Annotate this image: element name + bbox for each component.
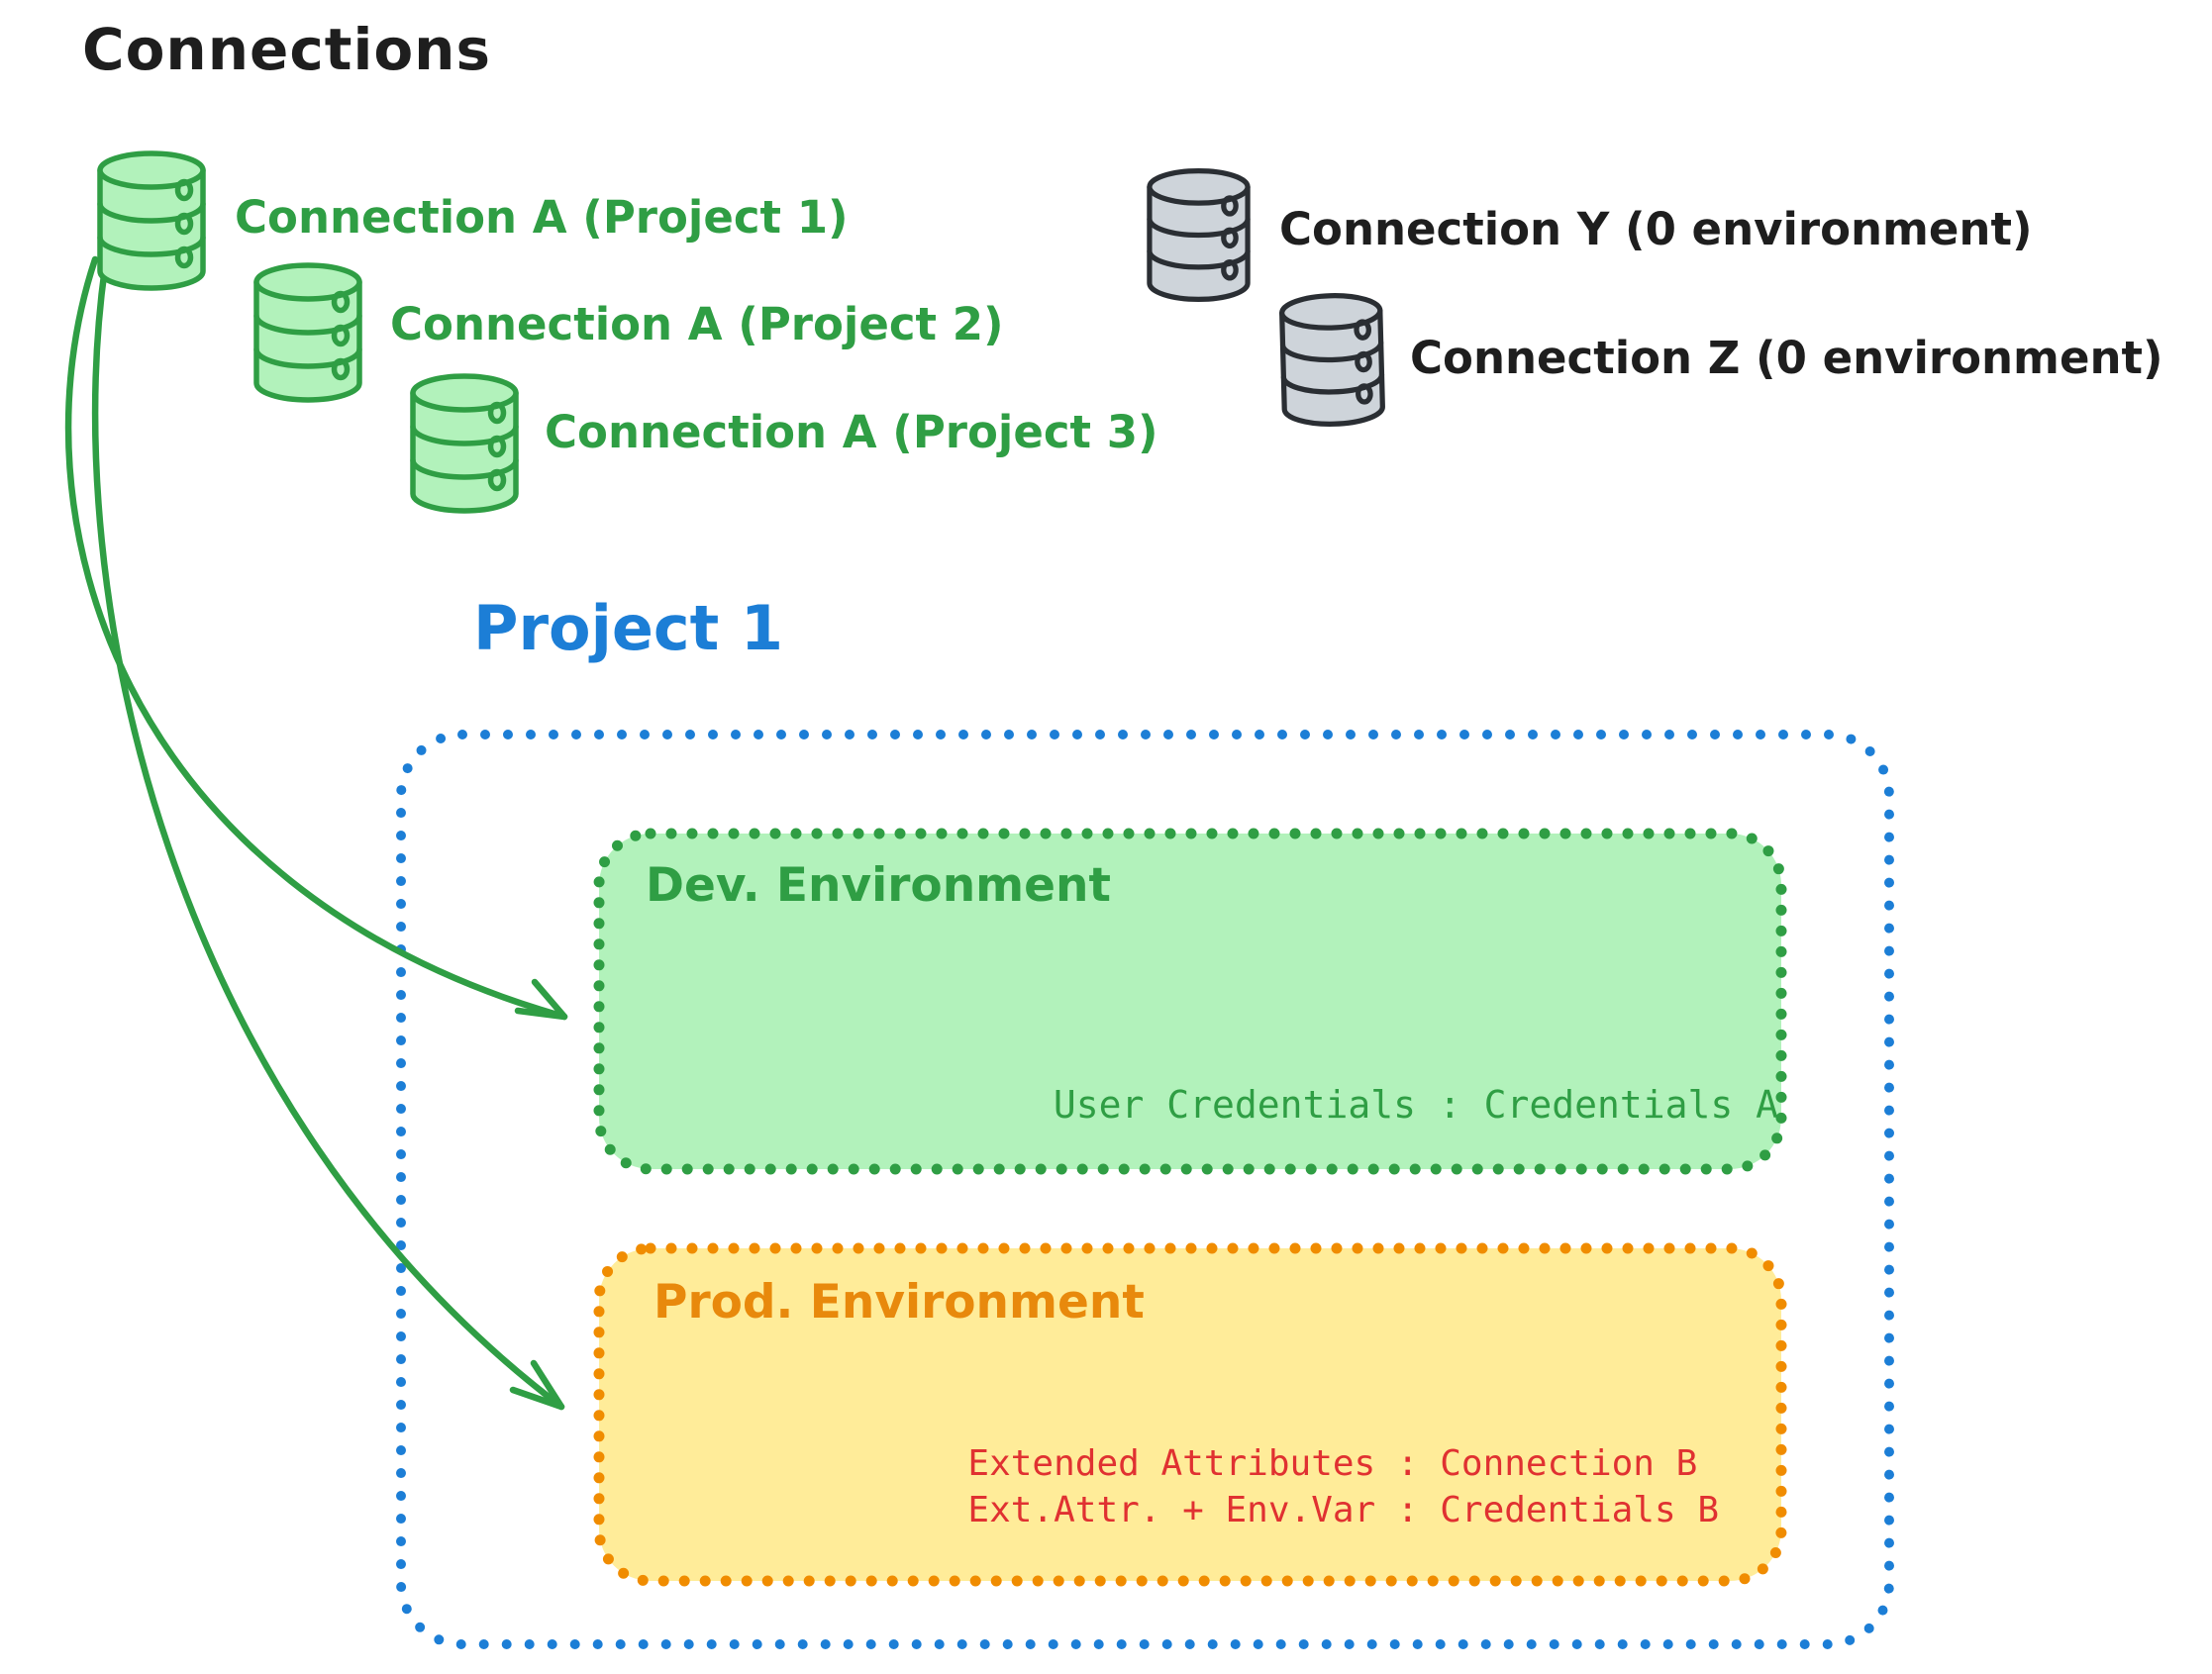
connection-a-project-1-label: Connection A (Project 1) [235, 191, 849, 244]
database-icon-connection-a-project-1 [91, 147, 212, 295]
prod-environment-title: Prod. Environment [654, 1275, 1145, 1329]
prod-credentials-line-1: Extended Attributes : Connection B [967, 1443, 1698, 1484]
database-icon-connection-y [1141, 164, 1257, 306]
prod-credentials-block: Extended Attributes : Connection B Ext.A… [967, 1440, 1719, 1533]
connection-y-label: Connection Y (0 environment) [1279, 203, 2033, 255]
dev-environment-title: Dev. Environment [646, 858, 1111, 913]
dev-credentials-line: User Credentials : Credentials A [1053, 1083, 1778, 1127]
database-icon-connection-a-project-3 [404, 369, 525, 518]
project-1-title: Project 1 [473, 592, 784, 664]
arrow-connection-a-to-prod [91, 263, 565, 1411]
page-title: Connections [82, 16, 491, 83]
connection-a-project-3-label: Connection A (Project 3) [545, 406, 1158, 458]
connection-a-project-2-label: Connection A (Project 2) [390, 298, 1004, 350]
connection-z-label: Connection Z (0 environment) [1410, 332, 2163, 384]
prod-credentials-line-2: Ext.Attr. + Env.Var : Credentials B [967, 1490, 1719, 1530]
database-icon-connection-z [1272, 287, 1392, 432]
database-icon-connection-a-project-2 [248, 258, 368, 407]
